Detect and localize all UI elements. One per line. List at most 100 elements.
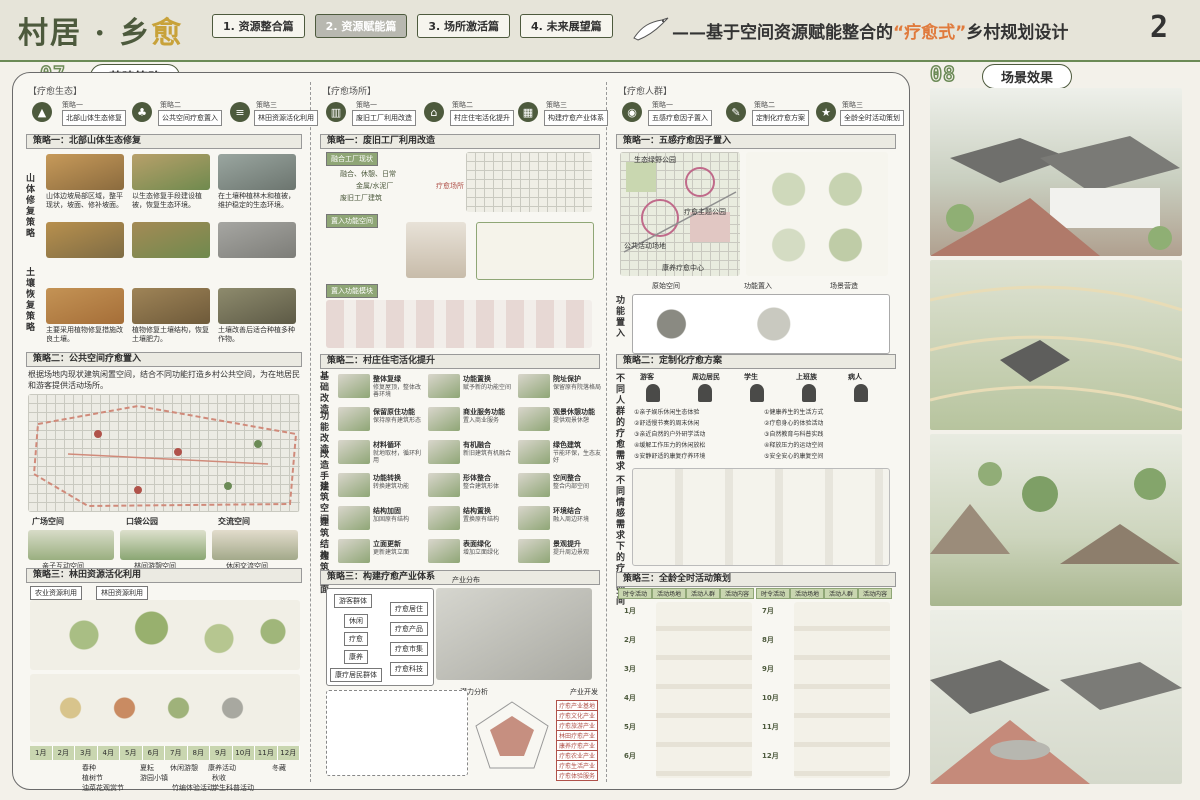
tab-resource-integration[interactable]: 1. 资源整合篇 (212, 14, 305, 38)
house-strategy-thumb (338, 473, 370, 497)
col2-sub2-heading: 策略二：村庄住宅活化提升 (320, 354, 600, 369)
activity-month: 6月 (624, 752, 636, 760)
house-strategy-item: 院址保护保留原有院落格局 (518, 372, 604, 402)
house-strategy-title: 材料循环 (373, 441, 401, 449)
slope-diagram-3 (218, 154, 296, 190)
need-item: ②疗愈身心的体验活动 (764, 420, 824, 427)
caption-original-space: 原始空间 (652, 282, 680, 290)
node-healing-tech: 疗愈科技 (390, 662, 428, 676)
user-group-label: 游客 (640, 373, 654, 381)
month-5: 5月 (120, 746, 143, 760)
node-residents: 康疗居民群体 (330, 668, 382, 682)
activity-table-header: 时令活动 (756, 588, 790, 599)
col2-strategy-3-label: 策略三 (546, 101, 567, 109)
soil-diagram-2 (132, 288, 210, 324)
main-title: ——基于空间资源赋能整合的“疗愈式”乡村规划设计 (672, 18, 1068, 43)
caption-square: 亲子互动空间 (42, 562, 84, 570)
factory-function-diagram (476, 222, 594, 280)
house-strategy-desc: 保持原有建筑形态 (373, 417, 422, 424)
node-healing-product: 疗愈产品 (390, 622, 428, 636)
star-icon: ★ (816, 102, 836, 122)
soil-recover-label: 土壤恢复策略 (26, 268, 36, 333)
user-group-figure (802, 384, 816, 402)
user-group-figure (698, 384, 712, 402)
activity-table-header: 活动人群 (824, 588, 858, 599)
house-strategy-thumb (518, 440, 550, 464)
month-11: 11月 (255, 746, 278, 760)
function-insert-label: 功能置入 (616, 296, 626, 339)
col2-strategy-3: 构建疗愈产业体系 (544, 110, 608, 126)
tab-future-outlook[interactable]: 4. 未来展望篇 (520, 14, 613, 38)
month-10: 10月 (233, 746, 255, 760)
house-strategy-item: 景观提升提升周边景观 (518, 537, 604, 567)
factory-block-3: 置入功能模块 (326, 284, 378, 298)
scene-village-drawing (930, 136, 1180, 256)
month-6: 6月 (143, 746, 165, 760)
brand-logo: 村居 · 乡愈 (18, 8, 183, 52)
tag-agri-resource: 农业资源利用 (30, 586, 82, 600)
house-strategy-title: 院址保护 (553, 375, 581, 383)
map-label-eco-park: 生态绿野公园 (634, 156, 676, 164)
house-strategy-desc: 整合建筑形体 (463, 483, 500, 490)
scene-terraced-drawing (930, 285, 1182, 412)
soil-diagram-3 (218, 288, 296, 324)
house-strategy-thumb (518, 506, 550, 530)
house-strategy-thumb (428, 407, 460, 431)
house-strategy-item: 功能置换赋予新的功能空间 (428, 372, 514, 402)
scene-forest-drawing (930, 462, 1180, 564)
house-strategy-item: 整体复绿修复屋顶，整体改善环境 (338, 372, 424, 402)
house-strategy-item: 立面更新更新建筑立面 (338, 537, 424, 567)
need-item: ②舒适慢节奏的周末休闲 (634, 420, 700, 427)
soil-text-2: 植物修复土壤结构，恢复土壤肥力。 (132, 326, 209, 343)
tab-resource-empowerment[interactable]: 2. 资源赋能篇 (314, 14, 408, 38)
slope-diagram-1 (46, 154, 124, 190)
user-group-label: 上班族 (796, 373, 817, 381)
activity-month: 2月 (624, 636, 636, 644)
slope-diagram-2 (132, 154, 210, 190)
public-space-map (28, 394, 300, 512)
bird-icon (633, 17, 669, 41)
needs-vertical-label: 不同人群的疗愈需求 (616, 374, 626, 472)
activity-month: 8月 (762, 636, 774, 644)
house-icon: ⌂ (424, 102, 444, 122)
house-strategy-desc: 增加立面绿化 (463, 549, 500, 556)
tab-place-activation[interactable]: 3. 场所激活篇 (417, 14, 511, 38)
chapter-tabs: 1. 资源整合篇 2. 资源赋能篇 3. 场所激活篇 4. 未来展望篇 (212, 14, 613, 38)
side-label-basic: 基础改造 (320, 372, 330, 415)
column-places: 【疗愈场所】 ▥ 策略一 废旧工厂利用改造 ⌂ 策略二 村庄住宅活化提升 ▦ 策… (316, 82, 608, 782)
house-strategy-title: 有机融合 (463, 441, 491, 449)
brand-part-1: 村居 (18, 16, 82, 51)
col3-strategy-2: 定制化疗愈方案 (752, 110, 809, 126)
event-spring-sowing: 春种 (82, 764, 96, 772)
factory-axonometric (466, 152, 592, 212)
building-icon: ▥ (326, 102, 346, 122)
caption-function-insert: 功能置入 (744, 282, 772, 290)
healing-map (620, 152, 740, 276)
slope-diagram-6 (218, 222, 296, 258)
event-winter: 冬藏 (272, 764, 286, 772)
space-label-exchange: 交流空间 (218, 517, 250, 526)
map-label-wellness-center: 康养疗愈中心 (662, 264, 704, 272)
col3-strategy-3: 全龄全时活动策划 (840, 110, 904, 126)
industry-dev-item: 疗愈体验服务 (556, 770, 599, 781)
soil-text-3: 土壤改善后适合种植多种作物。 (218, 326, 295, 343)
house-strategy-desc: 提供观景休憩 (553, 417, 590, 424)
slope-text-1: 山体边坡局部区域，整平现状，坡面、修补坡面。 (46, 192, 123, 209)
side-label-space: 建筑空间 (320, 482, 330, 525)
col3-sub2-heading: 策略二：定制化疗愈方案 (616, 354, 896, 369)
scene-courtyard-people (930, 610, 1182, 784)
soil-text-1: 主要采用植物修复措施改良土壤。 (46, 326, 123, 343)
user-group-label: 学生 (744, 373, 758, 381)
house-strategy-desc: 融入周边环境 (553, 516, 590, 523)
potential-analysis-label: 潜力分析 (460, 688, 488, 696)
need-item: ①亲子娱乐休闲生态体验 (634, 409, 700, 416)
resource-activity-icons (30, 674, 300, 742)
house-strategy-thumb (338, 374, 370, 398)
activity-table-header: 时令活动 (618, 588, 652, 599)
house-strategy-desc: 更新建筑立面 (373, 549, 410, 556)
factory-word-3: 废旧工厂建筑 (340, 194, 382, 202)
col3-strategy-1: 五感疗愈因子置入 (648, 110, 712, 126)
user-group-figure (646, 384, 660, 402)
eye-icon: ◉ (622, 102, 642, 122)
month-12: 12月 (278, 746, 300, 760)
